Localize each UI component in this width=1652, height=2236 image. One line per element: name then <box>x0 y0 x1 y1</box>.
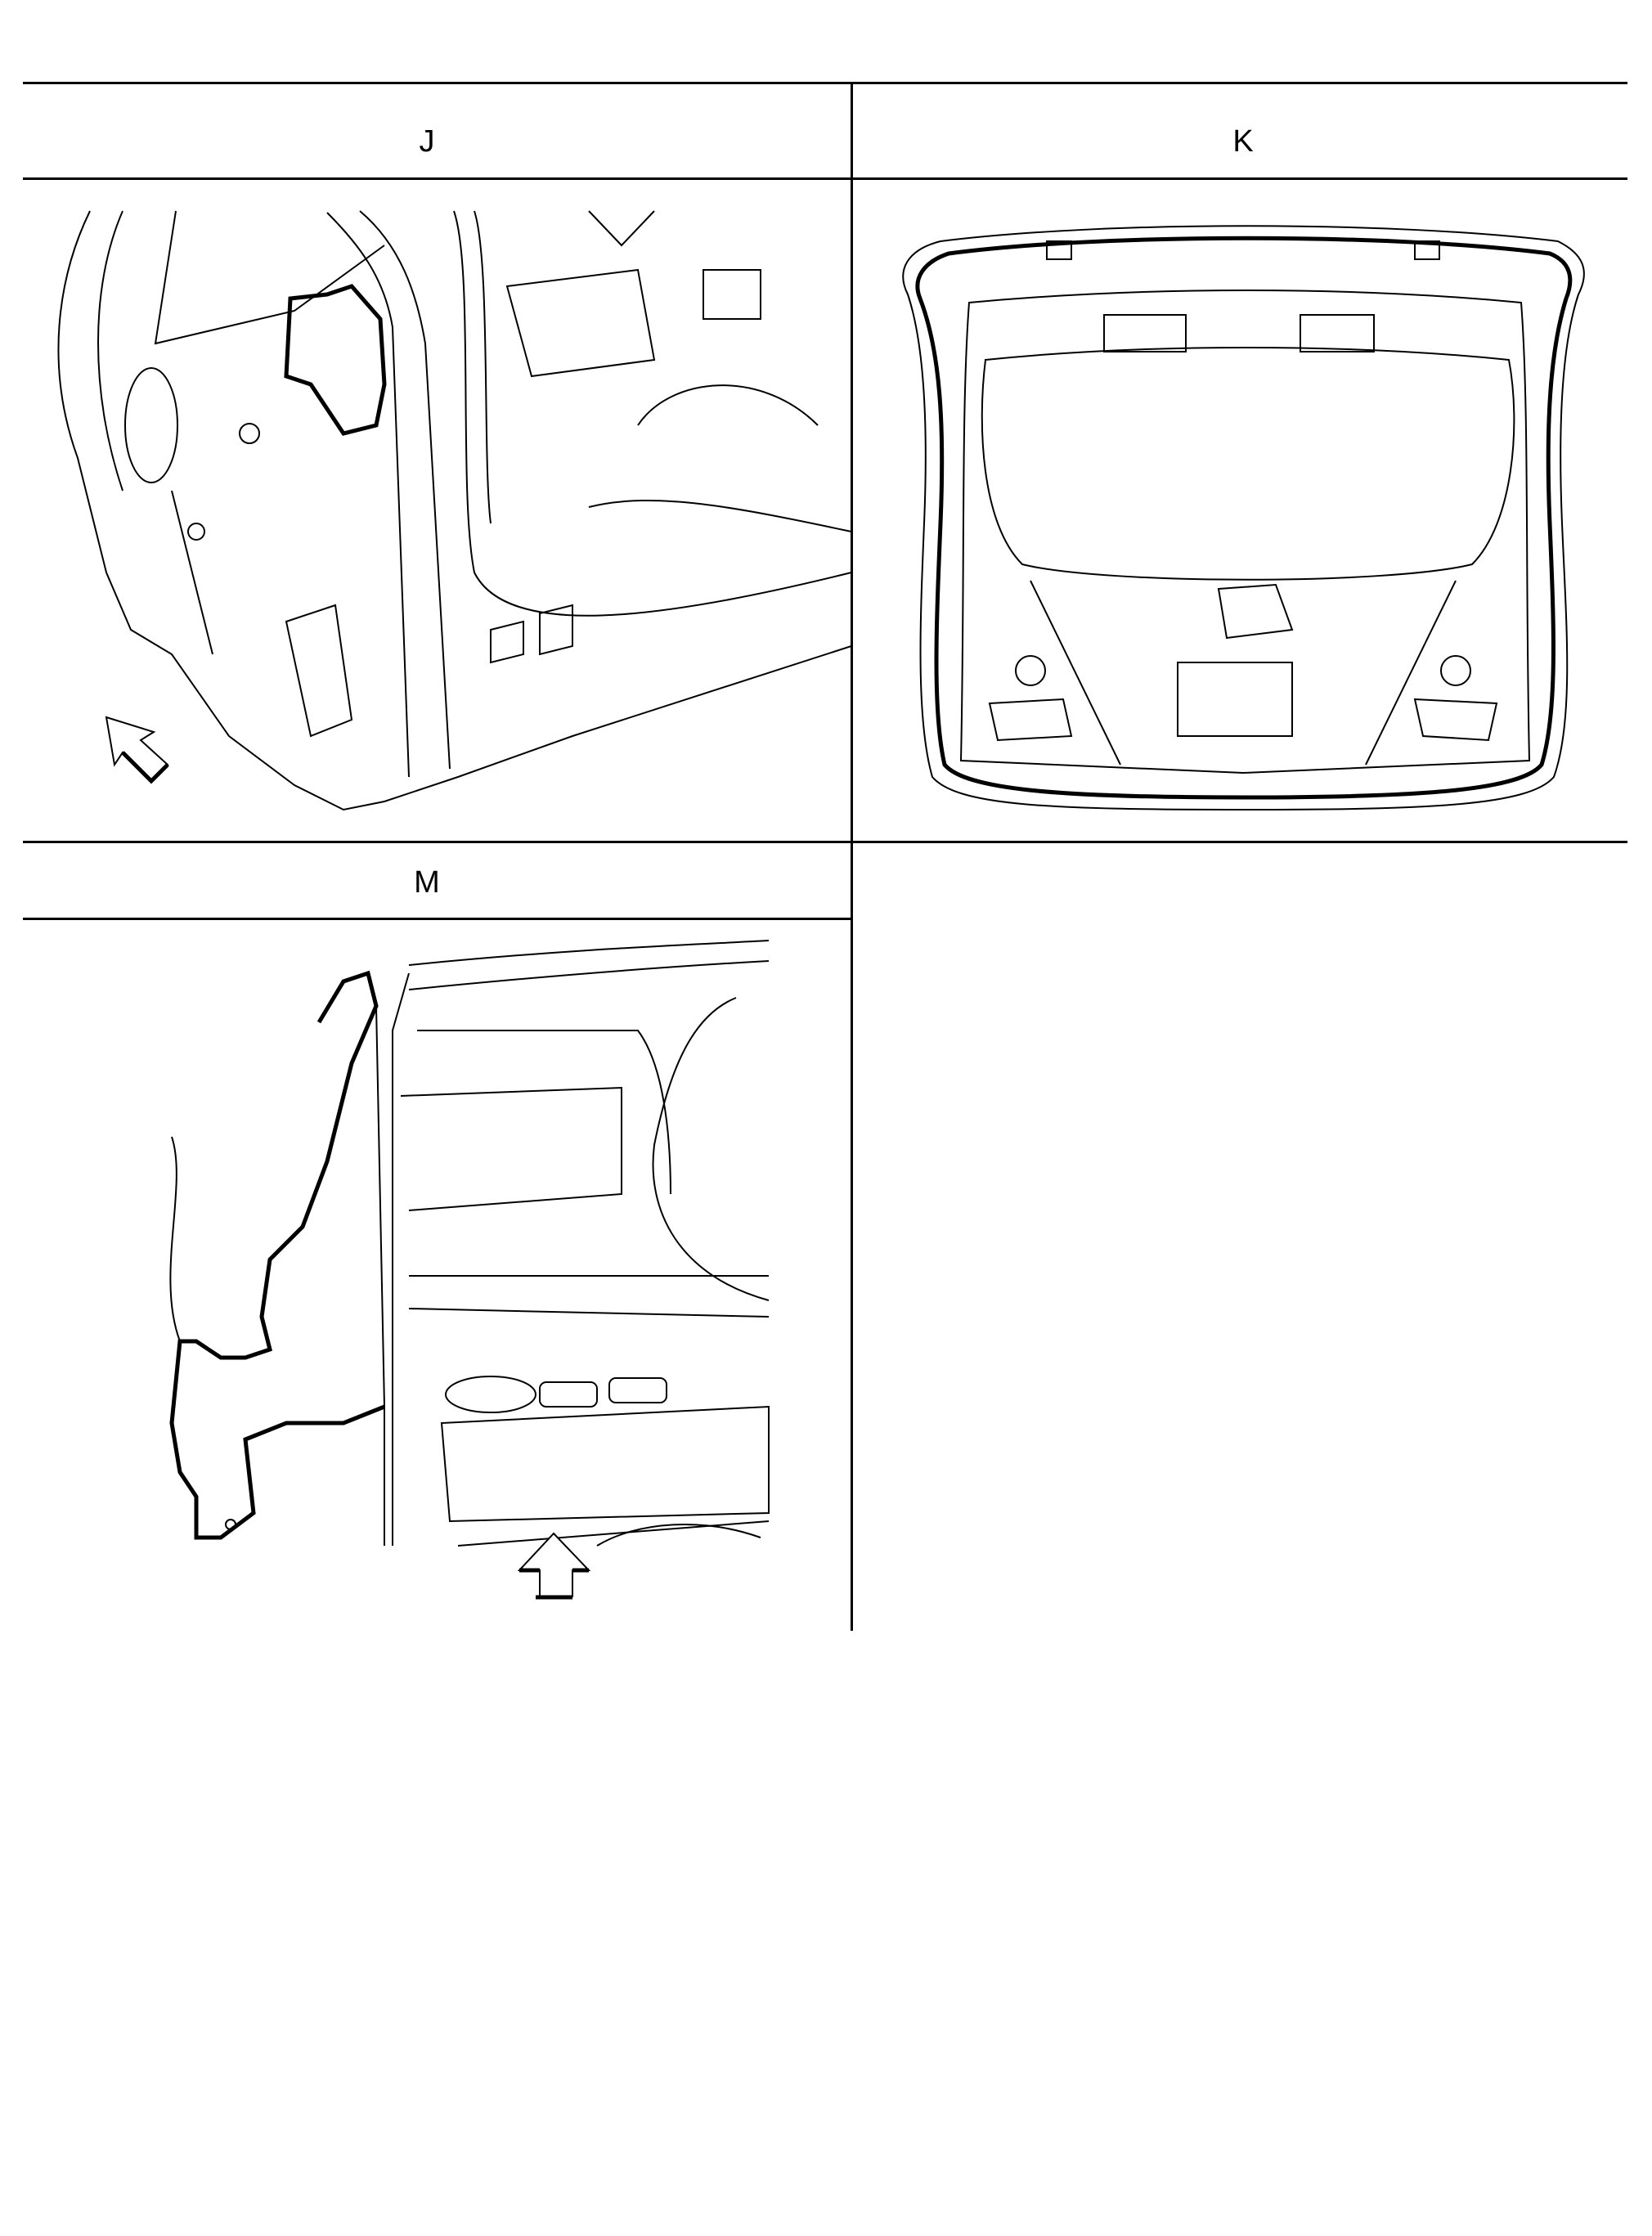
illustration-k-tailgate <box>902 225 1585 811</box>
grid-top-border <box>23 82 1627 84</box>
grid-header-divider-top <box>23 177 1627 180</box>
panel-label-j: J <box>419 124 435 159</box>
panel-label-m: M <box>414 865 440 900</box>
grid-middle-divider <box>23 841 1627 843</box>
view-direction-arrow-j <box>105 716 169 784</box>
panel-label-k: K <box>1232 124 1254 159</box>
grid-vertical-divider <box>851 82 853 1631</box>
illustration-m-rear-opening <box>169 940 770 1547</box>
illustration-j-body-side <box>57 210 852 811</box>
view-direction-arrow-m <box>517 1532 591 1600</box>
grid-header-divider-m <box>23 918 851 920</box>
